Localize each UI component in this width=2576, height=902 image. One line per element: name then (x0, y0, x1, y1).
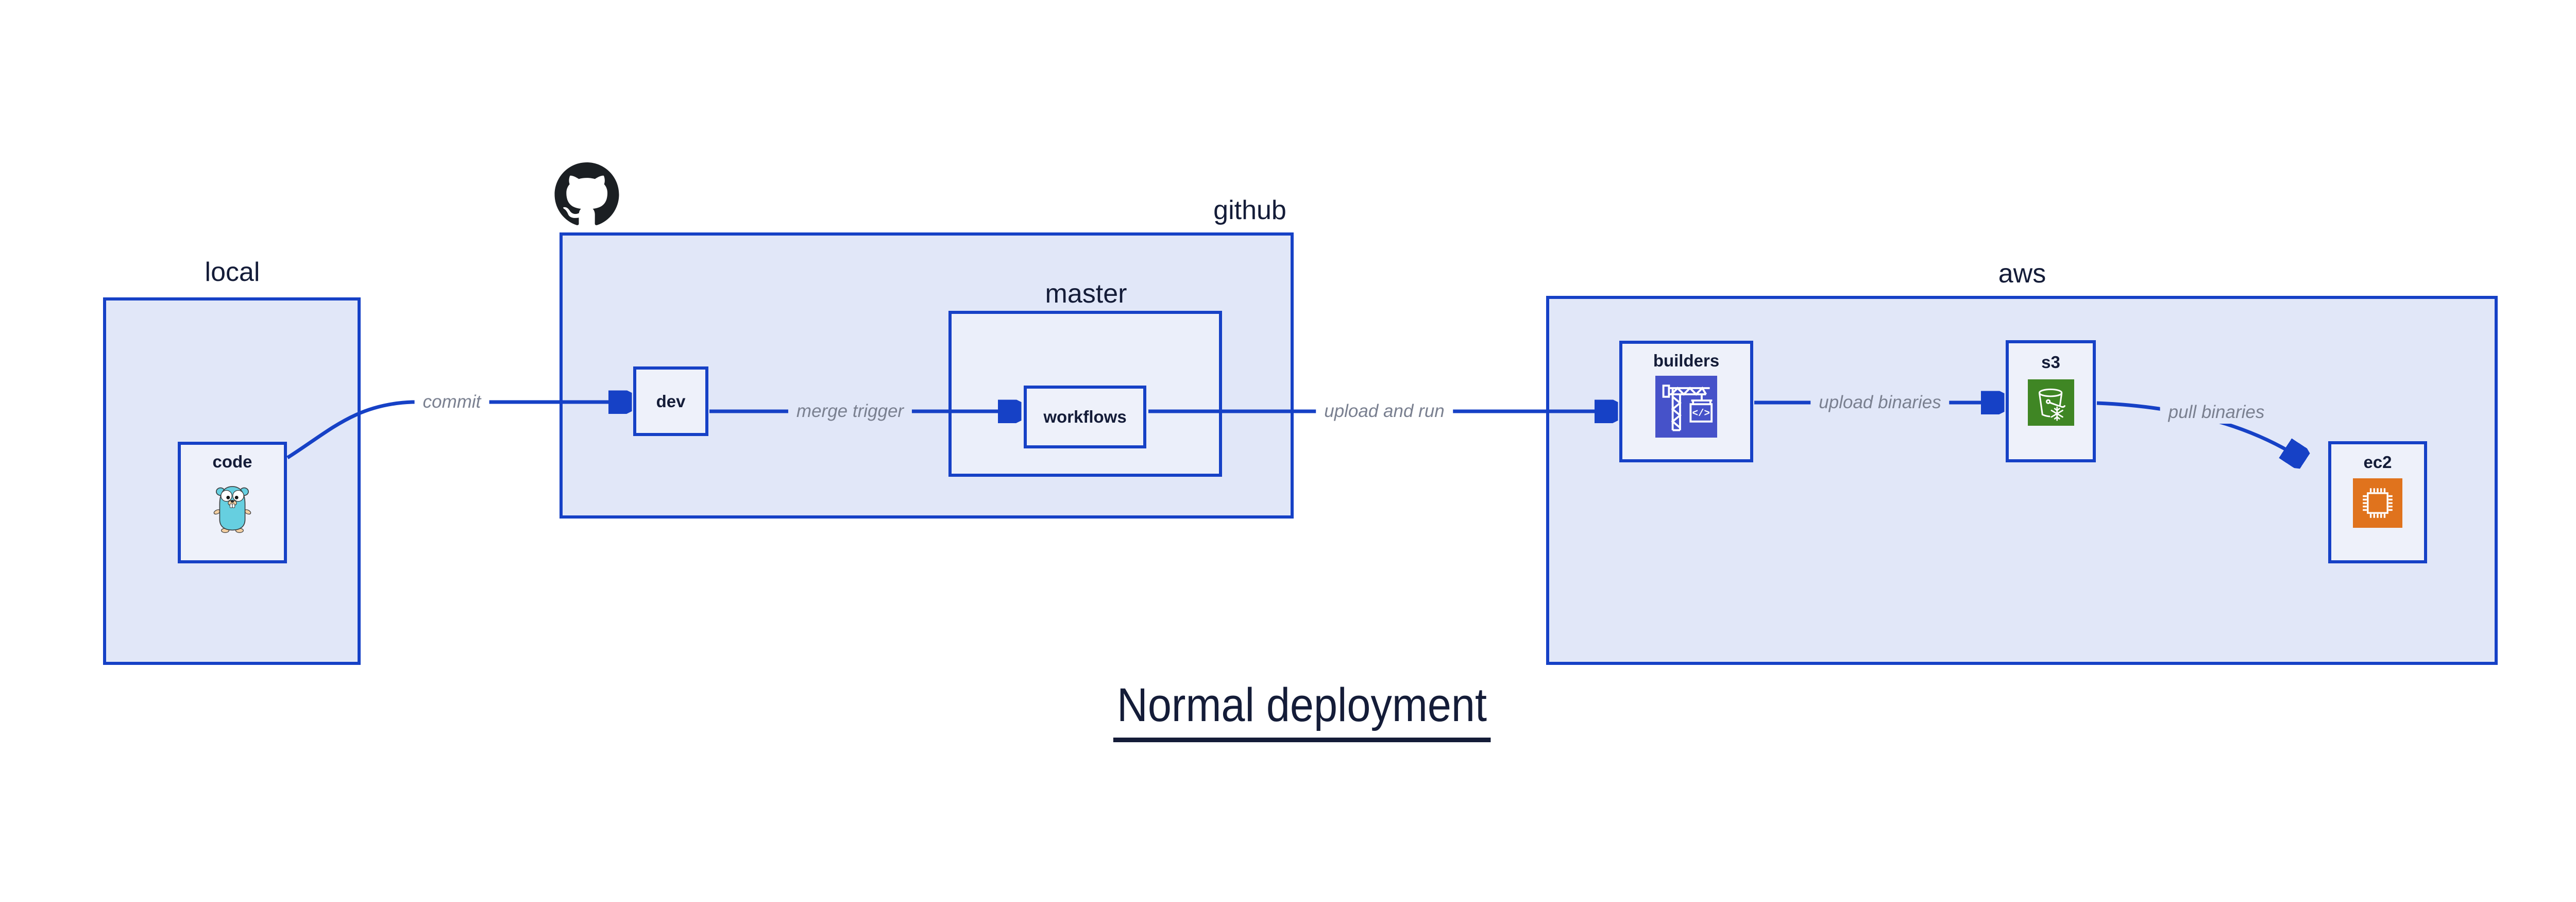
s3-glacier-bucket-icon (2027, 379, 2074, 426)
edge-label-upload-binaries: upload binaries (1810, 391, 1950, 414)
node-s3-label: s3 (2041, 353, 2060, 372)
go-gopher-icon (213, 486, 251, 533)
codebuild-crane-icon: </> (1655, 376, 1717, 438)
node-builders-label: builders (1653, 351, 1720, 370)
svg-text:</>: </> (1692, 408, 1710, 419)
github-octocat-icon (554, 162, 619, 225)
node-dev-label: dev (656, 391, 686, 411)
node-workflows: workflows (1024, 386, 1146, 448)
node-dev: dev (633, 366, 708, 436)
node-ec2-label: ec2 (2363, 453, 2392, 472)
edge-label-commit: commit (414, 391, 489, 413)
node-s3: s3 (2006, 340, 2096, 462)
container-github-label: github (1213, 195, 1286, 225)
edge-label-pull-binaries: pull binaries (2160, 401, 2273, 424)
container-local-label: local (205, 257, 260, 287)
node-ec2: ec2 (2328, 441, 2427, 563)
node-workflows-label: workflows (1043, 407, 1127, 426)
edge-label-merge-trigger: merge trigger (788, 400, 912, 423)
container-master-label: master (1045, 279, 1127, 309)
diagram-title: Normal deployment (1113, 678, 1491, 742)
node-code: code (178, 442, 287, 563)
node-builders: builders </> (1619, 341, 1753, 462)
node-code-label: code (212, 452, 252, 471)
edge-label-upload-and-run: upload and run (1316, 400, 1453, 423)
ec2-chip-icon (2353, 478, 2402, 528)
container-aws-label: aws (1998, 259, 2046, 289)
edge-commit-line (286, 402, 630, 459)
